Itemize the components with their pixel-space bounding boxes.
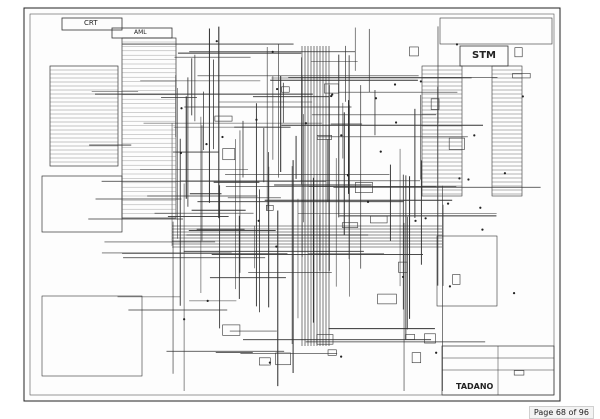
junction-dot	[455, 43, 459, 46]
component-symbol	[316, 334, 334, 345]
junction-dot	[257, 219, 260, 222]
left-lower-block	[41, 175, 123, 233]
component-symbol	[409, 46, 419, 57]
aml-label: AML	[134, 29, 147, 36]
component-symbol	[377, 293, 397, 305]
crt-label: CRT	[84, 19, 98, 27]
legend-box	[41, 295, 143, 377]
component-symbol	[424, 333, 436, 344]
component-symbol	[324, 83, 339, 94]
viewer-footer	[0, 405, 600, 417]
stm-label: STM	[472, 50, 496, 61]
component-symbol	[370, 215, 388, 224]
right-connector-stack	[491, 65, 523, 197]
brand-label: TADANO	[456, 382, 494, 391]
junction-dot	[271, 50, 274, 53]
junction-dot	[340, 134, 343, 137]
junction-dot	[205, 142, 208, 146]
component-symbol	[266, 205, 274, 211]
component-symbol	[317, 135, 332, 140]
right-connector-stack	[421, 65, 463, 197]
junction-dot	[424, 217, 427, 220]
crt-box	[61, 17, 123, 31]
junction-dot	[419, 80, 422, 83]
junction-dot	[268, 361, 271, 364]
component-symbol	[398, 261, 408, 273]
junction-dot	[304, 122, 308, 125]
component-symbol	[214, 115, 233, 122]
junction-dot	[479, 206, 482, 209]
junction-dot	[394, 121, 398, 124]
junction-dot	[215, 40, 218, 43]
notes-table	[439, 17, 553, 45]
junction-dot	[183, 318, 186, 321]
junction-dot	[340, 355, 343, 358]
junction-dot	[521, 95, 524, 98]
sheet-border	[23, 7, 561, 402]
component-symbol	[411, 352, 422, 364]
component-symbol	[452, 274, 461, 285]
junction-dot	[180, 107, 183, 110]
junction-dot	[374, 97, 378, 100]
wiring-diagram	[23, 7, 561, 402]
controller-block	[121, 37, 177, 219]
stm-box	[459, 45, 509, 67]
component-symbol	[327, 349, 337, 356]
component-symbol	[448, 137, 465, 150]
junction-dot	[221, 135, 224, 139]
lower-connector-block	[436, 235, 498, 307]
junction-dot	[206, 299, 209, 302]
page-indicator: Page 68 of 96	[528, 406, 594, 419]
junction-dot	[503, 172, 507, 175]
junction-dot	[275, 245, 278, 248]
wire-group	[50, 26, 541, 391]
junction-dot	[435, 351, 438, 354]
component-symbol	[275, 352, 291, 366]
component-symbol	[514, 47, 523, 58]
component-symbol	[430, 98, 440, 110]
junction-dot	[393, 83, 397, 86]
component-symbol	[341, 222, 359, 228]
junction-dot	[446, 202, 450, 205]
component-symbol	[259, 357, 271, 366]
component-symbol	[405, 334, 415, 340]
component-symbol	[512, 73, 531, 79]
junction-dot	[467, 178, 470, 181]
junction-dot	[275, 87, 279, 91]
left-connector-block	[49, 65, 119, 167]
component-symbol	[281, 86, 290, 93]
junction-dot	[255, 118, 258, 121]
component-symbol	[222, 324, 241, 336]
sheet-inner-border	[29, 13, 555, 396]
component-symbol	[355, 182, 373, 193]
junction-dot	[179, 151, 183, 155]
junction-dot	[366, 200, 370, 203]
junction-dot	[473, 134, 476, 137]
junction-dot	[346, 174, 350, 177]
component-symbol	[513, 370, 525, 376]
junction-dot	[330, 94, 333, 98]
component-symbol	[222, 148, 236, 161]
junction-dot	[458, 177, 461, 180]
junction-dot	[481, 228, 484, 231]
junction-dot	[379, 150, 382, 153]
schematic-sheet: CRT AML STM TADANO	[22, 6, 562, 403]
junction-dot	[512, 291, 516, 295]
junction-dot	[401, 275, 405, 279]
junction-dot	[414, 219, 417, 222]
junction-dot	[448, 285, 452, 288]
